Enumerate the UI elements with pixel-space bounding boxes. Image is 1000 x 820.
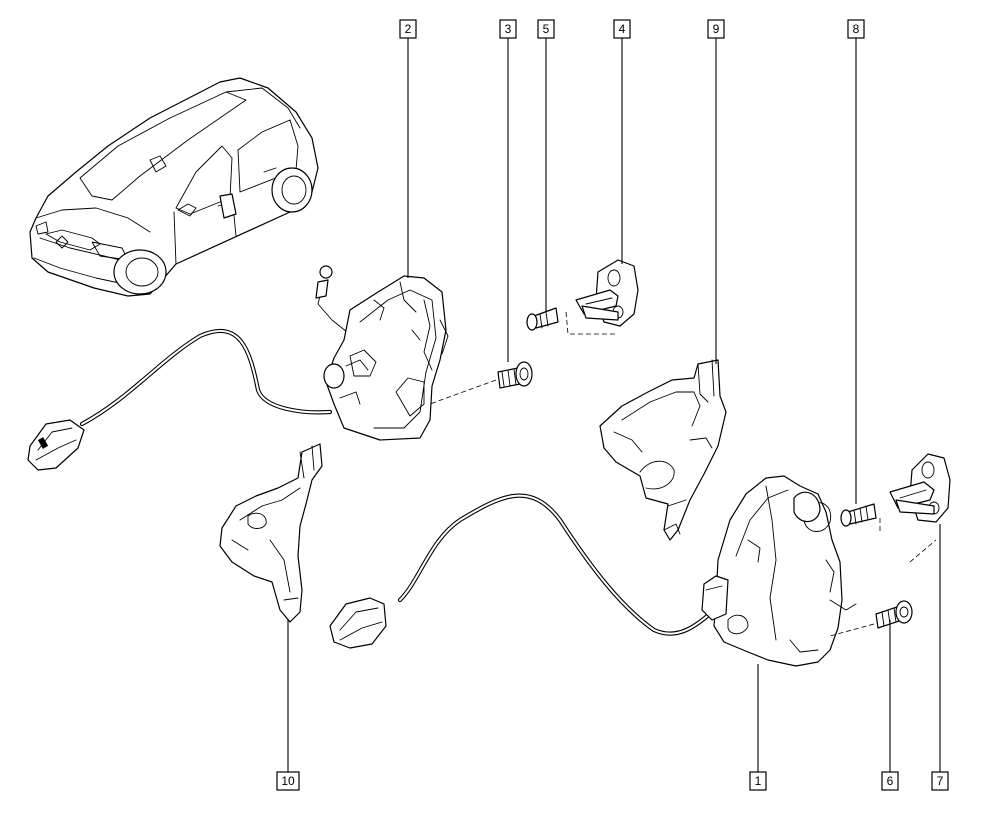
callout-7-label: 7	[937, 774, 944, 788]
callout-3: 3	[499, 19, 517, 39]
right-door-lock-assembly	[329, 475, 857, 667]
callout-9: 9	[707, 19, 725, 39]
callout-2-label: 2	[405, 22, 412, 36]
callout-7: 7	[931, 771, 949, 791]
striker-assembly-top	[526, 259, 639, 335]
left-door-lock-assembly	[27, 265, 449, 471]
lock-bracket-left	[219, 443, 323, 623]
callout-4-label: 4	[619, 22, 626, 36]
bolt-right	[829, 600, 913, 637]
callout-1: 1	[749, 771, 767, 791]
bolt-left	[429, 361, 533, 405]
callout-10: 10	[276, 771, 300, 791]
callout-4: 4	[613, 19, 631, 39]
callout-10-label: 10	[281, 774, 295, 788]
callout-9-label: 9	[713, 22, 720, 36]
callout-6-label: 6	[887, 774, 894, 788]
callout-8-label: 8	[853, 22, 860, 36]
callout-6: 6	[881, 771, 899, 791]
callout-8: 8	[847, 19, 865, 39]
lock-bracket-right	[599, 359, 727, 541]
callout-5: 5	[537, 19, 555, 39]
car-illustration	[29, 77, 319, 297]
callout-3-label: 3	[505, 22, 512, 36]
callout-1-label: 1	[755, 774, 762, 788]
callout-2: 2	[399, 19, 417, 39]
leader-lines	[287, 38, 941, 772]
callout-5-label: 5	[543, 22, 550, 36]
striker-assembly-right	[840, 453, 951, 563]
